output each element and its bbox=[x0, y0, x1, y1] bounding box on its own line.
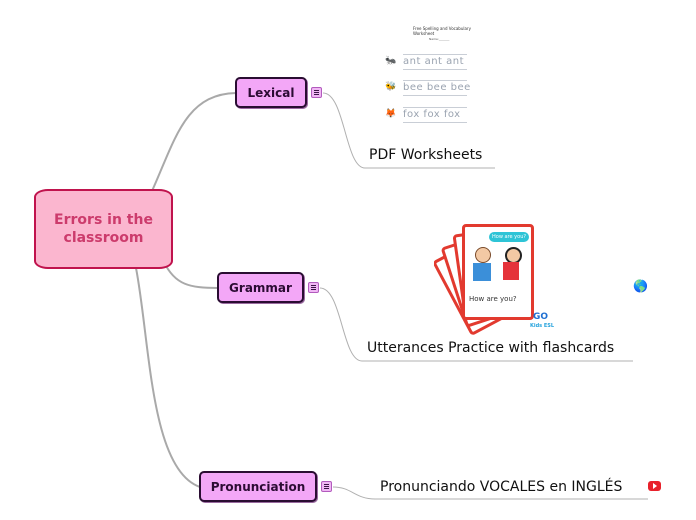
speech-bubble: How are you? bbox=[489, 232, 530, 242]
branch-lexical[interactable]: Lexical bbox=[235, 77, 307, 108]
worksheet-name-field: Name:_______ bbox=[429, 37, 450, 41]
leaf-pronunciando-vocales[interactable]: Pronunciando VOCALES en INGLÉS bbox=[380, 479, 623, 495]
ant-icon: 🐜 bbox=[385, 56, 397, 66]
worksheet-row: fox fox fox bbox=[403, 109, 461, 120]
central-topic-label: Errors in the classroom bbox=[54, 212, 153, 246]
leaf-pdf-worksheets[interactable]: PDF Worksheets bbox=[369, 147, 483, 163]
flashcard-thumbnail[interactable]: How are you? How are you? GO Kids ESL bbox=[434, 216, 557, 336]
fox-icon: 🦊 bbox=[385, 109, 397, 119]
notes-icon[interactable] bbox=[311, 87, 322, 98]
branch-pronunciation[interactable]: Pronunciation bbox=[199, 471, 317, 502]
brand-subtitle: Kids ESL bbox=[530, 323, 555, 329]
connector-central-pronunciation bbox=[135, 267, 201, 488]
connector-central-lexical bbox=[151, 92, 237, 192]
branch-pronunciation-label: Pronunciation bbox=[210, 479, 306, 494]
connector-pronunciation-leaf bbox=[332, 486, 648, 500]
boy-figure bbox=[475, 247, 491, 263]
branch-grammar-label: Grammar bbox=[229, 280, 292, 295]
branch-lexical-label: Lexical bbox=[247, 85, 295, 100]
notes-icon[interactable] bbox=[321, 481, 332, 492]
worksheet-row: bee bee bee bbox=[403, 82, 471, 93]
bee-icon: 🐝 bbox=[385, 82, 397, 92]
branch-grammar[interactable]: Grammar bbox=[217, 272, 304, 303]
connector-lexical-leaf bbox=[322, 92, 495, 169]
flashcard-caption: How are you? bbox=[469, 295, 517, 303]
notes-icon[interactable] bbox=[308, 282, 319, 293]
connector-central-grammar bbox=[163, 261, 219, 289]
worksheet-thumbnail[interactable]: Free Spelling and Vocabulary Worksheet N… bbox=[381, 19, 476, 140]
leaf-utterances-practice[interactable]: Utterances Practice with flashcards bbox=[367, 340, 615, 356]
brand-logo: GO bbox=[533, 312, 549, 322]
youtube-icon[interactable] bbox=[648, 481, 661, 491]
worksheet-title: Free Spelling and Vocabulary Worksheet bbox=[413, 26, 471, 36]
central-topic[interactable]: Errors in the classroom bbox=[34, 189, 173, 269]
globe-icon[interactable]: 🌎 bbox=[633, 279, 648, 293]
connector-grammar-leaf bbox=[319, 287, 633, 362]
worksheet-row: ant ant ant bbox=[403, 56, 465, 67]
